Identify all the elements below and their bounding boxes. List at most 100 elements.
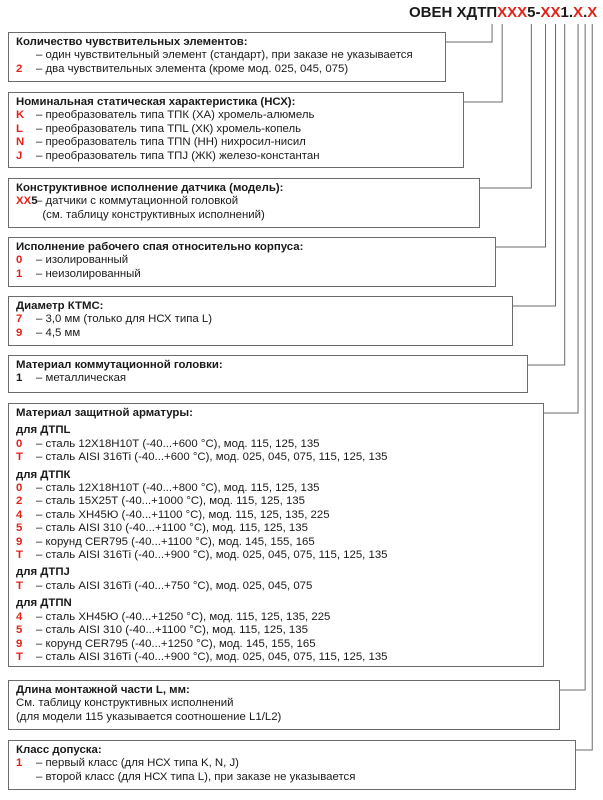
option-code: T	[16, 651, 36, 664]
option-code-value: T	[16, 451, 23, 464]
option-text: – корунд CER795 (-40...+1100 °С), мод. 1…	[36, 535, 315, 548]
option-code-value: 9	[16, 326, 23, 339]
connector-line	[544, 24, 579, 414]
code-part-0: ХДТП	[456, 4, 498, 21]
option-text: – сталь ХН45Ю (-40...+1250 °С), мод. 115…	[36, 610, 331, 623]
option-code-value: 4	[16, 610, 23, 623]
option-code-value: 0	[16, 437, 23, 450]
code-part-3: -	[535, 4, 541, 21]
option-code-value: T	[16, 650, 23, 663]
option-row: L – преобразователь типа ТПL (ХК) хромель…	[16, 123, 457, 136]
option-code-value: T	[16, 549, 23, 562]
option-code-value: 1	[16, 372, 23, 385]
option-row: 0 – сталь 12Х18Н10Т (-40...+600 °С), мод.…	[16, 438, 537, 451]
option-row: 4 – сталь ХН45Ю (-40...+1250 °С), мод. 11…	[16, 611, 537, 624]
connector-line	[480, 24, 532, 189]
option-text: – неизолированный	[36, 267, 141, 280]
code-part-2: 5	[527, 4, 536, 21]
option-text: (см. таблицу конструктивных исполнений)	[36, 208, 265, 221]
option-code-value: 9	[16, 637, 23, 650]
option-row: 1 – неизолированный	[16, 268, 489, 281]
option-code-value: 1	[16, 757, 23, 770]
option-row: 1 – металлическая	[16, 372, 521, 385]
box-title: Конструктивное исполнение датчика (модел…	[16, 182, 284, 194]
option-row: 0– сталь 12Х18Н10Т (-40...+800 °С), мод.…	[16, 482, 537, 495]
option-code: J	[16, 150, 36, 163]
option-code: T	[16, 580, 36, 593]
box-title: Материал коммутационной головки:	[16, 359, 223, 371]
box-title: Материал защитной арматуры:	[16, 407, 193, 419]
option-code: 7	[16, 313, 36, 326]
option-code-value: T	[16, 579, 23, 592]
option-row: 2– два чувствительных элемента (кроме мо…	[16, 63, 439, 76]
box-sensor-count: Количество чувствительных элементов:– од…	[8, 32, 446, 82]
code-part-6: .	[568, 4, 574, 21]
connector-line	[496, 24, 547, 248]
option-text: – два чувствительных элемента (кроме мод…	[36, 62, 349, 75]
option-row: 4– сталь ХН45Ю (-40...+1100 °С), мод. 11…	[16, 509, 537, 522]
option-text: – 4,5 мм	[36, 326, 81, 339]
code-part-7: Х	[573, 4, 584, 21]
code-part-8: .	[583, 4, 588, 21]
option-code: 9	[16, 536, 36, 549]
box-title: Исполнение рабочего спая относительно ко…	[16, 241, 304, 253]
option-row: 5– сталь AISI 310 (-40...+1100 °С), мод.…	[16, 624, 537, 637]
code-part-5: 1	[560, 4, 569, 21]
option-code-value: 5	[16, 522, 23, 535]
option-row: 9 – 4,5 мм	[16, 327, 506, 340]
option-code-value: 4	[16, 508, 23, 521]
option-row: – один чувствительный элемент (стандарт)…	[16, 49, 439, 62]
option-text: – преобразователь типа ТПL (ХК) хромель-…	[36, 122, 302, 135]
option-text: – преобразователь типа ТПJ (ЖК) железо-к…	[36, 149, 320, 162]
box-title: Длина монтажной части L, мм:	[16, 684, 190, 696]
option-row: 2– сталь 15Х25Т (-40...+1000 °С), мод. 1…	[16, 495, 537, 508]
option-code	[16, 771, 36, 784]
option-code-value: N	[16, 136, 25, 149]
box-title: Номинальная статическая характеристика (…	[16, 96, 296, 108]
option-row: T– сталь AISI 316Ti (-40...+600 °С), мод…	[16, 451, 537, 464]
option-text: – преобразователь типа ТПК (ХА) хромель-…	[36, 109, 315, 122]
option-text: – сталь AISI 310 (-40...+1100 °С), мод. …	[36, 522, 308, 535]
option-code-value: K	[16, 109, 25, 122]
option-text: – изолированный	[36, 254, 129, 267]
option-code-value: 7	[16, 313, 23, 326]
option-code-value: L	[16, 122, 23, 135]
option-row: N – преобразователь типа ТПN (НН) нихроси…	[16, 136, 457, 149]
option-code: 0	[16, 438, 36, 451]
option-text: – датчики с коммутационной головкой	[36, 195, 239, 208]
option-code-value: 1	[16, 267, 23, 280]
option-code: N	[16, 136, 36, 149]
plain-text: (для модели 115 указывается соотношение …	[16, 710, 282, 723]
option-text: – сталь AISI 310 (-40...+1100 °С), мод. …	[36, 624, 308, 637]
option-row: J – преобразователь типа ТПJ (ЖК) железо-…	[16, 150, 457, 163]
option-row: – второй класс (для НСХ типа L), при зак…	[16, 771, 569, 784]
option-code-value: J	[16, 149, 23, 162]
option-code: L	[16, 123, 36, 136]
plain-text: См. таблицу конструктивных исполнений	[16, 697, 234, 710]
option-text: – сталь 12Х18Н10Т (-40...+600 °С), мод. …	[36, 437, 320, 450]
box-ktms-diameter: Диаметр КТМС:7 – 3,0 мм (только для НСХ т…	[8, 296, 513, 346]
box-tolerance-class: Класс допуска:1– первый класс (для НСХ т…	[8, 740, 576, 790]
option-text: – сталь AISI 316Ti (-40...+900 °С), мод.…	[36, 549, 388, 562]
option-row: 7 – 3,0 мм (только для НСХ типа L)	[16, 313, 506, 326]
option-code: 9	[16, 327, 36, 340]
option-text: – 3,0 мм (только для НСХ типа L)	[36, 313, 213, 326]
option-code	[16, 49, 36, 62]
option-row: K – преобразователь типа ТПК (ХА) хромель…	[16, 109, 457, 122]
option-text: – преобразователь типа ТПN (НН) нихросил…	[36, 136, 306, 149]
option-text: – металлическая	[36, 372, 127, 385]
option-code: 0	[16, 254, 36, 267]
option-code-value: 2	[16, 495, 23, 508]
option-code: T	[16, 549, 36, 562]
option-code-value: 0	[16, 482, 23, 495]
option-row: T – сталь AISI 316Ti (-40...+900 °С), мод…	[16, 549, 537, 562]
option-code: 0	[16, 482, 36, 495]
option-text: – второй класс (для НСХ типа L), при зак…	[36, 770, 356, 783]
option-text: – корунд CER795 (-40...+1250 °С), мод. 1…	[36, 637, 316, 650]
box-title: Диаметр КТМС:	[16, 300, 104, 312]
option-text: – первый класс (для НСХ типа K, N, J)	[36, 757, 239, 770]
code-part-1: ХХХ	[497, 4, 528, 21]
box-title: Количество чувствительных элементов:	[16, 36, 248, 48]
